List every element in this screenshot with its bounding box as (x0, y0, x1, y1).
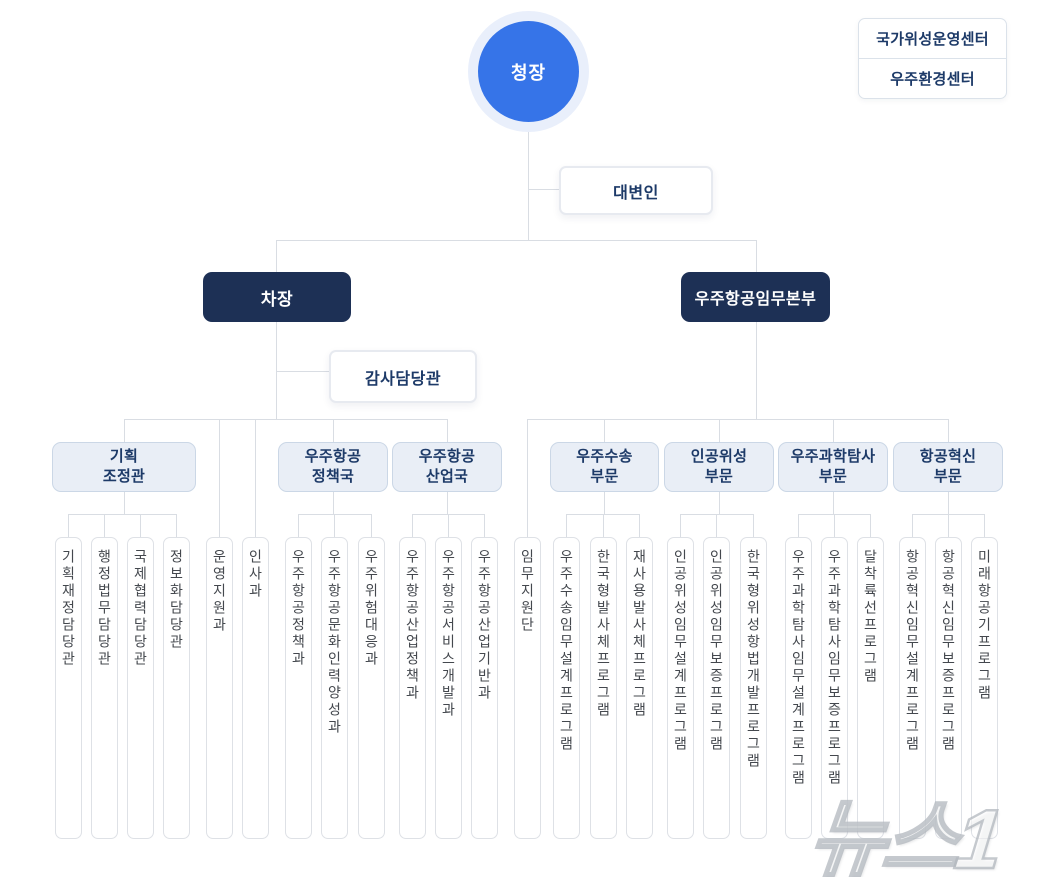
office-column: 재사용발사체프로그램 (625, 537, 653, 839)
connector-line (833, 492, 834, 514)
space-environment-center: 우주환경센터 (859, 58, 1006, 98)
connector-line (527, 419, 948, 420)
connector-line (276, 371, 329, 372)
division-label: 우주항공 정책국 (304, 447, 362, 485)
connector-line (833, 419, 834, 442)
connector-line (68, 514, 176, 515)
office-column: 한국형위성항법개발프로그램 (739, 537, 767, 839)
office-column: 항공혁신임무설계프로그램 (898, 537, 926, 839)
office-column: 우주항공서비스개발과 (434, 537, 462, 839)
office-column: 우주수송임무설계프로그램 (552, 537, 580, 839)
office-column: 항공혁신임무보증프로그램 (934, 537, 962, 839)
connector-line (219, 419, 220, 537)
connector-line (176, 514, 177, 537)
connector-line (334, 514, 335, 537)
connector-line (912, 514, 913, 537)
connector-line (984, 514, 985, 537)
office-column: 임무지원단 (513, 537, 541, 839)
office-column: 우주과학탐사임무설계프로그램 (784, 537, 812, 839)
administrator-node: 청장 (478, 21, 579, 122)
division-label: 기획 조정관 (102, 447, 146, 485)
connector-line (870, 514, 871, 537)
division-space-transportation: 우주수송 부문 (550, 442, 659, 492)
office-column: 우주과학탐사임무보증프로그램 (820, 537, 848, 839)
deputy-administrator-node: 차장 (203, 272, 351, 322)
connector-line (566, 514, 567, 537)
division-label: 우주항공 산업국 (418, 447, 476, 485)
connector-line (603, 514, 604, 537)
connector-line (756, 322, 757, 419)
affiliated-centers-box: 국가위성운영센터 우주환경센터 (858, 18, 1007, 99)
connector-line (716, 514, 717, 537)
division-space-aviation-policy-bureau: 우주항공 정책국 (278, 442, 388, 492)
division-aviation-innovation: 항공혁신 부문 (893, 442, 1003, 492)
office-column: 달착륙선프로그램 (856, 537, 884, 839)
office-column: 행정법무담당관 (90, 537, 118, 839)
division-label: 우주수송 부문 (576, 447, 633, 485)
division-label: 인공위성 부문 (690, 447, 748, 485)
division-space-science-exploration: 우주과학탐사 부문 (778, 442, 888, 492)
division-planning-coordination: 기획 조정관 (52, 442, 196, 492)
office-column: 우주항공정책과 (284, 537, 312, 839)
connector-line (527, 419, 528, 537)
connector-line (276, 240, 756, 241)
connector-line (124, 492, 125, 514)
news1-watermark: 뉴스1 (803, 791, 1005, 877)
connector-line (484, 514, 485, 537)
connector-line (124, 419, 448, 420)
connector-line (604, 419, 605, 442)
connector-line (276, 240, 277, 272)
office-column: 미래항공기프로그램 (970, 537, 998, 839)
connector-line (948, 514, 949, 537)
national-satellite-operations-center: 국가위성운영센터 (876, 31, 989, 48)
connector-line (753, 514, 754, 537)
office-column: 국제협력담당관 (126, 537, 154, 839)
office-column: 우주항공산업기반과 (470, 537, 498, 839)
connector-line (798, 514, 799, 537)
connector-line (448, 514, 449, 537)
audit-officer-node: 감사담당관 (329, 350, 477, 403)
connector-line (68, 514, 69, 537)
administrator-label: 청장 (510, 62, 547, 83)
connector-line (834, 514, 835, 537)
connector-line (371, 514, 372, 537)
division-satellite: 인공위성 부문 (664, 442, 774, 492)
connector-line (298, 514, 299, 537)
division-label: 항공혁신 부문 (919, 447, 977, 485)
office-column: 운영지원과 (205, 537, 233, 839)
connector-line (528, 189, 560, 190)
connector-line (948, 492, 949, 514)
connector-line (412, 514, 413, 537)
connector-line (604, 492, 605, 514)
office-column: 우주위험대응과 (357, 537, 385, 839)
office-column: 정보화담당관 (162, 537, 190, 839)
connector-line (719, 419, 720, 442)
office-column: 우주항공문화인력양성과 (320, 537, 348, 839)
connector-line (528, 130, 529, 241)
office-column: 기획재정담당관 (54, 537, 82, 839)
connector-line (140, 514, 141, 537)
division-space-aviation-industry-bureau: 우주항공 산업국 (392, 442, 502, 492)
office-column: 인사과 (241, 537, 269, 839)
connector-line (255, 419, 256, 537)
spokesperson-node: 대변인 (559, 166, 713, 215)
connector-line (639, 514, 640, 537)
connector-line (566, 514, 639, 515)
connector-line (719, 492, 720, 514)
division-label: 우주과학탐사 부문 (790, 447, 876, 485)
office-column: 인공위성임무설계프로그램 (666, 537, 694, 839)
connector-line (124, 419, 125, 442)
connector-line (447, 492, 448, 514)
connector-line (104, 514, 105, 537)
mission-headquarters-node: 우주항공임무본부 (681, 272, 830, 322)
connector-line (948, 419, 949, 442)
connector-line (333, 492, 334, 514)
office-column: 한국형발사체프로그램 (589, 537, 617, 839)
connector-line (680, 514, 681, 537)
connector-line (447, 419, 448, 442)
office-column: 인공위성임무보증프로그램 (702, 537, 730, 839)
office-column: 우주항공산업정책과 (398, 537, 426, 839)
connector-line (756, 240, 757, 272)
connector-line (333, 419, 334, 442)
